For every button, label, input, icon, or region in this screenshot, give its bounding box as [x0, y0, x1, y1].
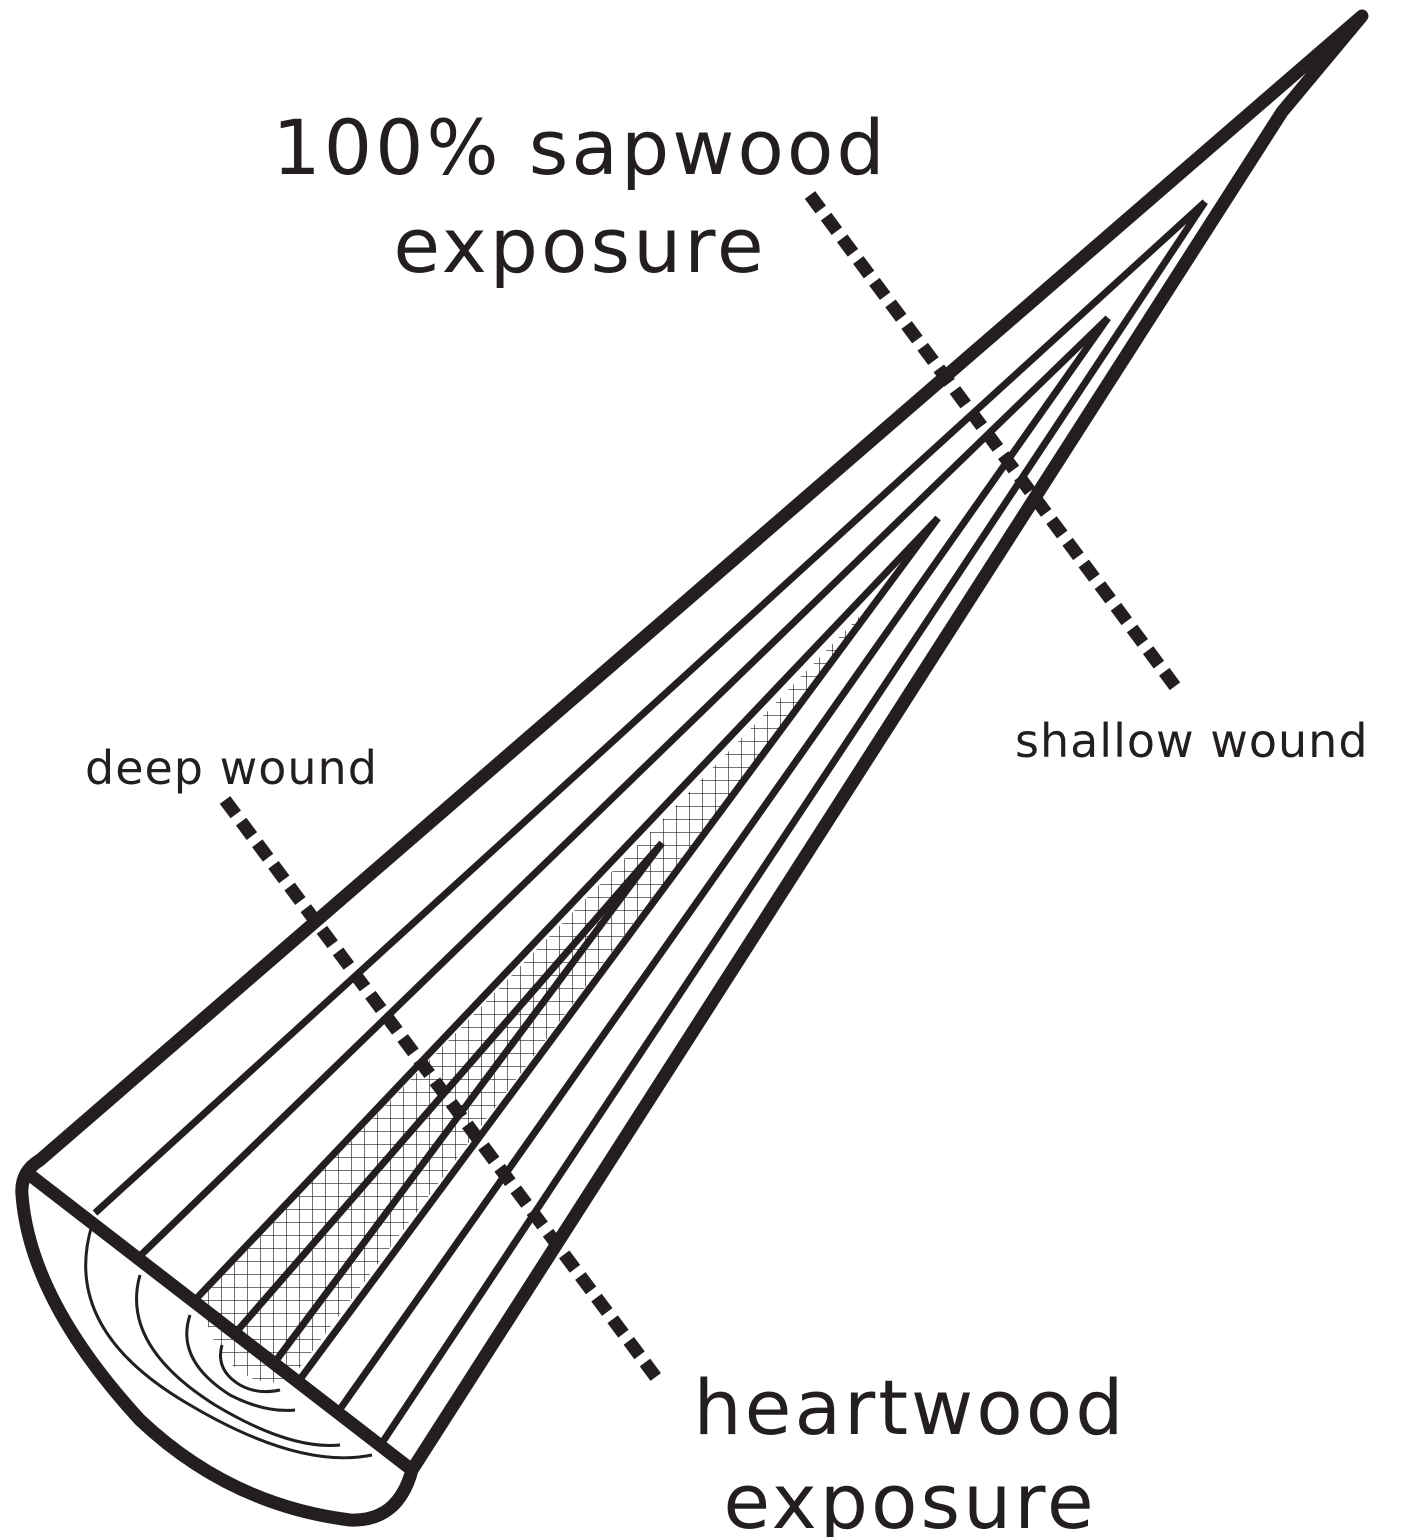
sapwood-label-line2: exposure [250, 208, 910, 284]
shallow-wound-label: shallow wound [1015, 718, 1369, 764]
grain-line [95, 202, 1205, 1213]
grain-line [298, 518, 938, 1382]
sapwood-label-line1: 100% sapwood [250, 110, 910, 186]
grain-line [382, 202, 1205, 1443]
heartwood-label-line1: heartwood [670, 1370, 1150, 1446]
grain-line [338, 318, 1108, 1412]
heartwood-label: heartwood exposure [670, 1370, 1150, 1537]
deep-wound-label: deep wound [85, 745, 378, 791]
heartwood-label-line2: exposure [670, 1464, 1150, 1537]
sapwood-label: 100% sapwood exposure [250, 110, 910, 284]
